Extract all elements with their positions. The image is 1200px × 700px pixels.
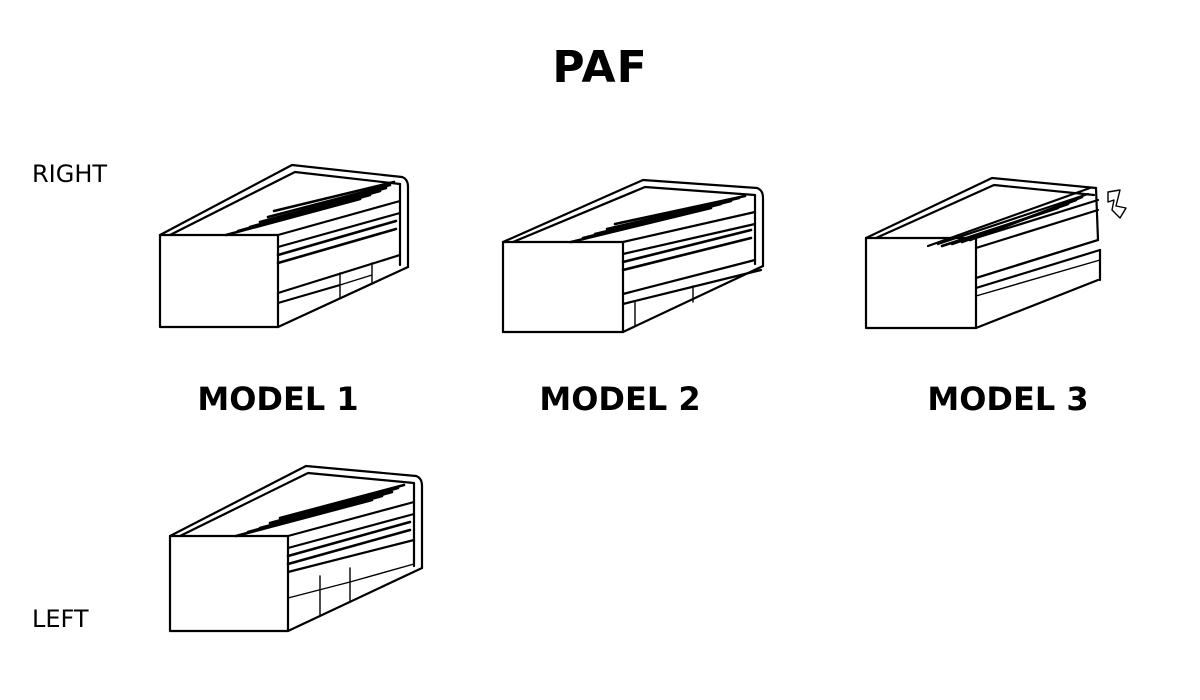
model-1-right-bed-illustration[interactable] [150, 155, 420, 335]
model-2-label: MODEL 2 [539, 380, 701, 418]
orientation-left-label: LEFT [32, 605, 89, 633]
page-title: PAF [552, 42, 648, 93]
model-1-left-bed-illustration[interactable] [160, 456, 430, 641]
model-2-right-bed-illustration[interactable] [495, 170, 775, 340]
model-1-label: MODEL 1 [197, 380, 359, 418]
model-3-label: MODEL 3 [927, 380, 1089, 418]
arrow-icon [1107, 189, 1127, 219]
model-3-right-bed-illustration[interactable] [858, 170, 1148, 335]
orientation-right-label: RIGHT [32, 160, 108, 188]
